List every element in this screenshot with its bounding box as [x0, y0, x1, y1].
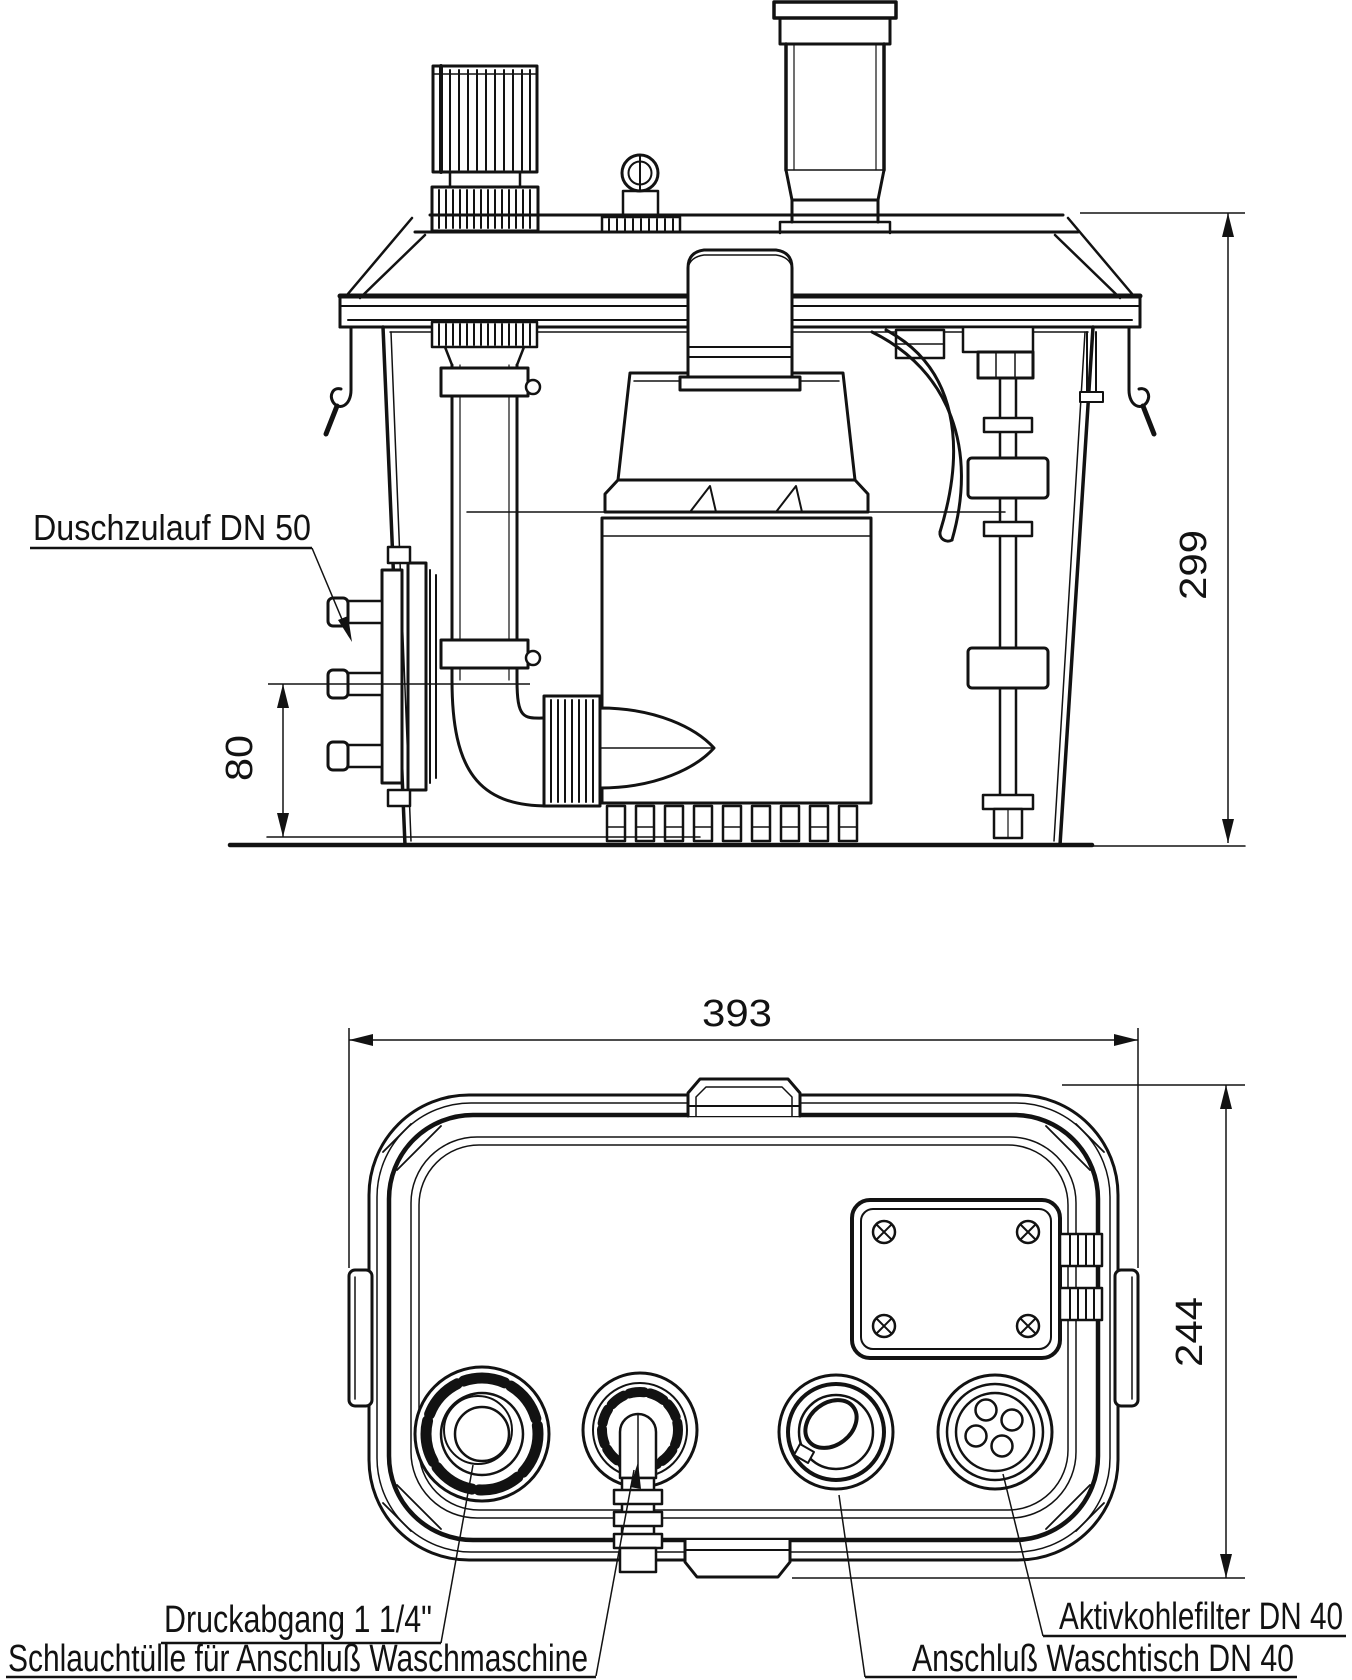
port-carbon-filter	[936, 1373, 1054, 1491]
eyelet-fitting	[600, 153, 682, 234]
screw-icon	[871, 1219, 897, 1245]
handle-tab-top	[686, 1077, 802, 1118]
flange-bolt	[326, 596, 384, 628]
leader-inlet	[30, 546, 352, 642]
dimension-299	[1080, 212, 1245, 843]
inlet-pipe-assembly	[430, 320, 716, 808]
label-inlet: Duschzulauf DN 50	[33, 507, 311, 548]
screw-icon	[1015, 1313, 1041, 1339]
lid-clamp-right	[1127, 325, 1157, 437]
port-basin-connection	[777, 1373, 895, 1491]
dim-inlet-height: 80	[219, 735, 261, 781]
label-basin-connection: Anschluß Waschtisch DN 40	[912, 1638, 1294, 1680]
leader-arrow-icon	[338, 616, 352, 642]
pump-duct	[678, 248, 802, 392]
plan-view	[347, 1077, 1140, 1579]
dim-arrow-up-icon	[1222, 213, 1234, 237]
junction-box	[850, 1198, 1104, 1360]
dim-total-height: 299	[1173, 530, 1215, 600]
leader-carbon-filter	[1002, 1473, 1044, 1637]
float-rod	[998, 376, 1018, 797]
cable-gland	[1058, 1286, 1104, 1322]
port-pressure-outlet	[413, 1365, 551, 1503]
corner-bevel	[382, 1484, 442, 1532]
dim-arrow-up-icon	[277, 684, 289, 708]
corner-bevel	[382, 1123, 442, 1171]
corner-bevel	[1045, 1123, 1105, 1171]
corner-bevel	[1045, 1484, 1105, 1532]
vent-valve-knob	[430, 64, 540, 233]
latch-right	[1113, 1268, 1140, 1408]
leader-pressure-outlet	[440, 1464, 474, 1644]
dim-arrow-right-icon	[1114, 1034, 1138, 1046]
latch-left	[347, 1268, 374, 1408]
screw-icon	[1015, 1219, 1041, 1245]
cable-gland	[1058, 1232, 1104, 1268]
screw-icon	[871, 1313, 897, 1339]
float-upper	[966, 456, 1050, 500]
float-switch	[870, 325, 1104, 840]
label-carbon-filter: Aktivkohlefilter DN 40	[1059, 1596, 1343, 1638]
callout-leaders	[6, 1462, 1346, 1679]
inlet-flange	[326, 545, 437, 808]
dim-total-depth: 244	[1169, 1297, 1211, 1367]
dim-total-width: 393	[702, 993, 772, 1035]
front-view	[227, 0, 1246, 848]
label-hose-connection: Schlauchtülle für Anschluß Waschmaschine	[8, 1638, 588, 1680]
dimension-80	[268, 683, 530, 837]
leader-basin-connection	[838, 1494, 866, 1678]
flap	[803, 1398, 859, 1450]
dim-arrow-down-icon	[1222, 819, 1234, 843]
handle-tab-bottom	[683, 1538, 792, 1579]
leader-arrow-icon	[630, 1462, 641, 1489]
dimension-244	[792, 1084, 1245, 1579]
dim-arrow-down-icon	[277, 813, 289, 837]
leader-hose	[595, 1469, 635, 1677]
label-pressure-outlet: Druckabgang 1 1/4"	[164, 1599, 432, 1641]
dimension-393	[348, 1028, 1139, 1268]
lid-clamp-left	[323, 325, 353, 437]
dim-arrow-down-icon	[1220, 1554, 1232, 1578]
float-lower	[966, 646, 1050, 690]
dim-arrow-left-icon	[349, 1034, 373, 1046]
strainer-slots	[605, 804, 859, 843]
flange-bolt	[326, 740, 384, 772]
dim-arrow-up-icon	[1220, 1085, 1232, 1109]
